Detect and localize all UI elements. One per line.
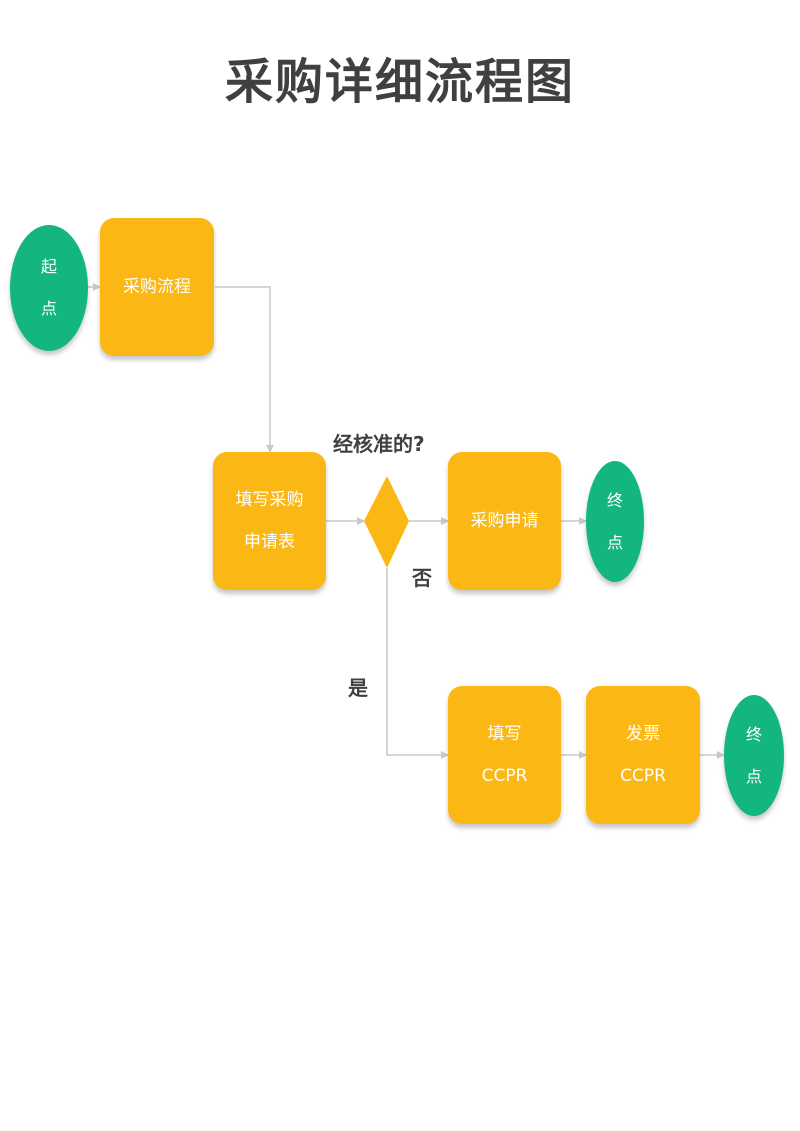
process-fill-request-line1: 填写采购 [235,490,304,510]
start-terminal: 起 点 [10,225,88,351]
end-terminal-top-line2: 点 [606,532,623,552]
decision-diamond [364,476,409,568]
process-invoice-ccpr-line2: CCPR [620,766,666,786]
end-terminal-top-line1: 终 [606,490,623,510]
process-purchase-flow-label: 采购流程 [123,277,191,297]
decision-question: 经核准的? [333,432,425,456]
process-fill-ccpr-line1: 填写 [487,724,522,744]
connector-process-to-fill-request [215,286,274,453]
connector-decision-to-fill-ccpr [386,568,449,759]
end-terminal-top: 终 点 [586,461,644,582]
start-terminal-line2: 点 [40,299,57,318]
end-terminal-bottom-line2: 点 [745,766,762,786]
process-purchase-request-label: 采购申请 [470,511,539,531]
process-fill-request-line2: 申请表 [244,532,295,552]
process-fill-ccpr-line2: CCPR [481,766,528,786]
process-fill-ccpr: 填写 CCPR [448,686,561,824]
process-fill-request-form: 填写采购 申请表 [213,452,326,590]
process-purchase-flow: 采购流程 [100,218,214,356]
page-title: 采购详细流程图 [224,54,575,110]
end-terminal-bottom-line1: 终 [745,724,762,744]
end-terminal-bottom: 终 点 [724,695,784,816]
decision-yes-label: 是 [348,676,368,700]
start-terminal-line1: 起 [40,257,57,276]
process-purchase-request: 采购申请 [448,452,561,590]
decision-no-label: 否 [412,566,432,590]
process-invoice-ccpr: 发票 CCPR [586,686,700,824]
process-invoice-ccpr-line1: 发票 [626,724,660,744]
